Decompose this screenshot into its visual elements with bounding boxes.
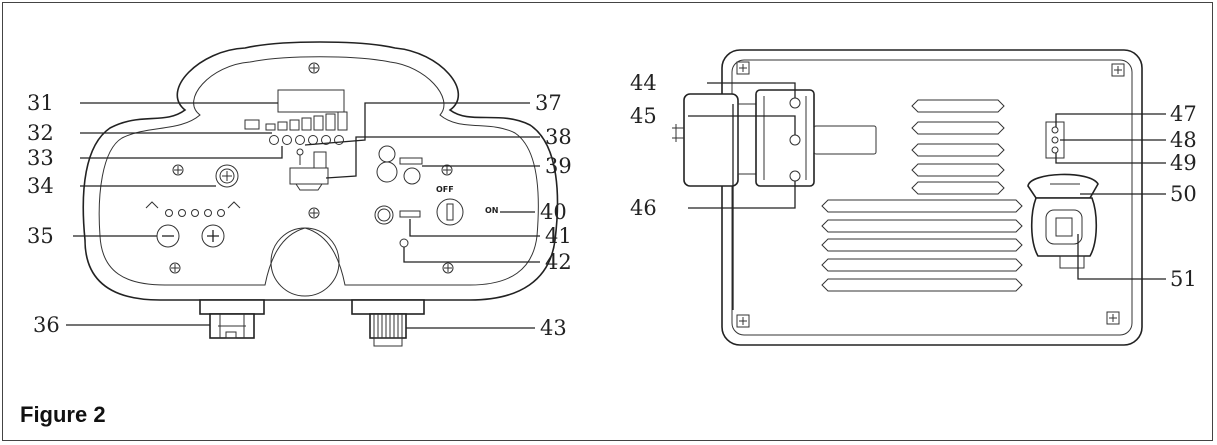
leader-41 [409, 219, 540, 237]
callout-42: 42 [545, 250, 572, 274]
screw-icon [441, 164, 453, 176]
callout-38: 38 [545, 125, 572, 149]
status-light-column [1045, 121, 1065, 159]
callout-46: 46 [630, 196, 657, 220]
callout-37: 37 [535, 91, 562, 115]
control-console: OFF ON 31 32 [27, 41, 572, 347]
callout-44: 44 [630, 71, 657, 95]
callout-40: 40 [540, 200, 567, 224]
callout-39: 39 [545, 154, 572, 178]
vent-slots-upper [911, 99, 1005, 195]
vent-slots-lower [821, 199, 1023, 292]
leader-38 [325, 136, 540, 179]
screw-icon [308, 62, 320, 74]
horn-button [376, 145, 423, 185]
callout-51: 51 [1170, 267, 1197, 291]
bottom-left-connector [199, 299, 265, 339]
key-switch [436, 198, 464, 226]
callout-48: 48 [1170, 128, 1197, 152]
console-housing [82, 41, 559, 301]
screw-icon [172, 164, 184, 176]
console-inner-edge [98, 56, 539, 286]
callout-47: 47 [1170, 102, 1197, 126]
leader-44 [707, 82, 796, 98]
screw-icon [736, 314, 750, 328]
callout-36: 36 [33, 313, 60, 337]
leader-37 [304, 102, 530, 146]
leader-47 [1055, 113, 1166, 127]
screw-icon [308, 207, 320, 219]
circuit-breaker-block [672, 89, 877, 187]
callout-35: 35 [27, 224, 54, 248]
screw-icon [736, 61, 750, 75]
console-center-hole [270, 227, 340, 297]
rear-enclosure: 44 45 46 47 48 49 50 51 [630, 49, 1197, 346]
callout-34: 34 [27, 174, 54, 198]
screw-icon [1111, 63, 1125, 77]
leader-49 [1055, 153, 1166, 164]
callout-50: 50 [1170, 182, 1197, 206]
leader-46 [688, 181, 796, 209]
battery-gauge [244, 111, 348, 131]
charger-port [1027, 173, 1099, 269]
callout-33: 33 [27, 146, 54, 170]
enclosure-outer [721, 49, 1143, 346]
callout-32: 32 [27, 121, 54, 145]
key-switch-on-label: ON [485, 206, 499, 215]
toggle-switch [289, 148, 329, 191]
screw-icon [169, 262, 181, 274]
lower-button [374, 205, 421, 225]
enclosure-inner [731, 59, 1133, 336]
bottom-right-connector [351, 299, 425, 347]
indicator-lights [269, 135, 344, 145]
screw-icon [442, 262, 454, 274]
screw-icon [1106, 311, 1120, 325]
display-screen [277, 89, 345, 113]
callout-41: 41 [545, 224, 572, 248]
figure-caption: Figure 2 [20, 402, 106, 427]
callout-45: 45 [630, 104, 657, 128]
callout-43: 43 [540, 316, 567, 340]
callout-49: 49 [1170, 151, 1197, 175]
round-indicator [215, 164, 239, 188]
leader-45 [688, 115, 796, 135]
leader-51 [1077, 234, 1166, 280]
key-switch-off-label: OFF [436, 185, 454, 194]
leader-33 [80, 146, 283, 159]
callout-31: 31 [27, 91, 54, 115]
leader-42 [403, 247, 540, 263]
